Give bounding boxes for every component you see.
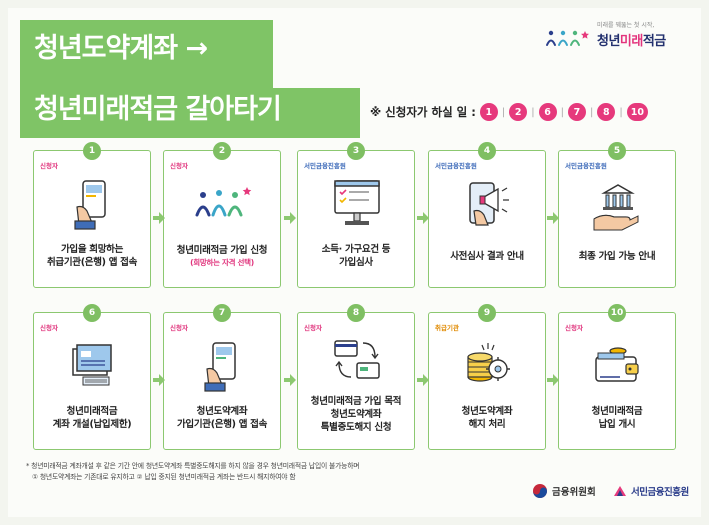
step-actor: 신청자 [304, 324, 322, 332]
title-line-2: 청년미래적금 갈아타기 [20, 88, 360, 138]
step-card-2: 2 신청자 청년미래적금 가입 신청(희망하는 자격 선택) [163, 142, 281, 288]
separator: | [560, 106, 564, 118]
kinfa-logo-icon [614, 486, 626, 496]
separator: | [501, 106, 506, 118]
step-badge: 2 [509, 103, 528, 121]
applicant-steps-label: ※ 신청자가 하실 일 : [370, 105, 476, 119]
step-number: 4 [478, 142, 496, 160]
step-actor: 신청자 [170, 324, 188, 332]
wallet-coins-icon [595, 347, 639, 382]
title-banner: 청년도약계좌 → 청년미래적금 갈아타기 [20, 20, 360, 138]
step-actor: 서민금융진흥원 [565, 162, 607, 170]
step-badge: 1 [479, 103, 498, 121]
taegeuk-emblem-icon [533, 484, 547, 498]
step-actor: 신청자 [40, 162, 58, 170]
step-number: 7 [213, 304, 231, 322]
megaphone-phone-icon [469, 182, 509, 226]
footnote: * 청년미래적금 계좌개설 후 같은 기간 안에 청년도약계좌 특별중도해지를 … [26, 461, 360, 483]
org-fsc-name: 금융위원회 [552, 487, 596, 498]
applicant-steps-legend: ※ 신청자가 하실 일 : 1 | 2 | 6 | 7 | 8 | 10 [370, 100, 648, 124]
step-badge: 6 [538, 103, 557, 121]
step-number: 6 [83, 304, 101, 322]
arrow-right-icon [547, 212, 559, 224]
step-actor: 신청자 [40, 324, 58, 332]
org-fsc: 금융위원회 [532, 480, 596, 502]
step-label: 최종 가입 가능 안내 [578, 250, 656, 262]
separator: | [589, 106, 594, 118]
step-number: 2 [213, 142, 231, 160]
arrow-right-icon [547, 374, 559, 386]
step-number: 5 [608, 142, 626, 160]
brand-logo: 미래를 꿰뚫는 첫 시작, 청년미래적금 [545, 20, 685, 60]
arrow-right-icon [284, 374, 296, 386]
logo-name: 청년미래적금 [597, 34, 666, 49]
step-number: 9 [478, 304, 496, 322]
step-actor: 신청자 [170, 162, 188, 170]
step-number: 1 [83, 142, 101, 160]
footnote-line-2: ① 청년도약계좌는 기존대로 유지하고 ② 납입 중지된 청년미래적금 계좌는 … [32, 473, 296, 481]
step-number: 8 [347, 304, 365, 322]
card-exchange-icon [334, 340, 380, 379]
step-card-5: 5 서민금융진흥원 최종 가입 가능 안내 [558, 142, 676, 288]
step-actor: 취급기관 [435, 324, 459, 332]
title-line-1: 청년도약계좌 → [34, 33, 208, 64]
phone-hand-icon [74, 180, 106, 230]
arrow-right-icon [153, 374, 165, 386]
separator: | [531, 106, 535, 118]
logo-tagline: 미래를 꿰뚫는 첫 시작, [597, 22, 655, 29]
arrow-right-icon [284, 212, 296, 224]
arrow-right-icon [417, 374, 429, 386]
coins-gear-icon [467, 343, 510, 382]
arrow-right-icon [153, 212, 165, 224]
phone-hand-icon [204, 342, 236, 392]
monitor-checklist-icon [334, 180, 380, 225]
step-badge: 8 [597, 103, 616, 121]
step-card-4: 4 서민금융진흥원 사전심사 결과 안내 [428, 142, 546, 288]
people-logo-icon [195, 187, 252, 217]
separator: | [619, 106, 623, 118]
org-kinfa: 서민금융진흥원 [612, 480, 689, 502]
step-actor: 신청자 [565, 324, 583, 332]
org-kinfa-name: 서민금융진흥원 [631, 487, 689, 498]
footnote-line-1: * 청년미래적금 계좌개설 후 같은 기간 안에 청년도약계좌 특별중도해지를 … [26, 462, 360, 470]
step-badge: 7 [567, 103, 586, 121]
step-number: 3 [347, 142, 365, 160]
bank-hand-icon [593, 184, 639, 231]
arrow-right-icon [417, 212, 429, 224]
step-label: 사전심사 결과 안내 [450, 250, 524, 262]
step-actor: 서민금융진흥원 [435, 162, 477, 170]
people-logo-icon [546, 30, 589, 46]
bankbook-icon [72, 344, 112, 386]
step-badge: 10 [626, 103, 648, 121]
step-label: 청년미래적금 가입 신청(희망하는 자격 선택) [176, 245, 268, 267]
step-number: 10 [608, 304, 626, 322]
step-actor: 서민금융진흥원 [304, 162, 346, 170]
